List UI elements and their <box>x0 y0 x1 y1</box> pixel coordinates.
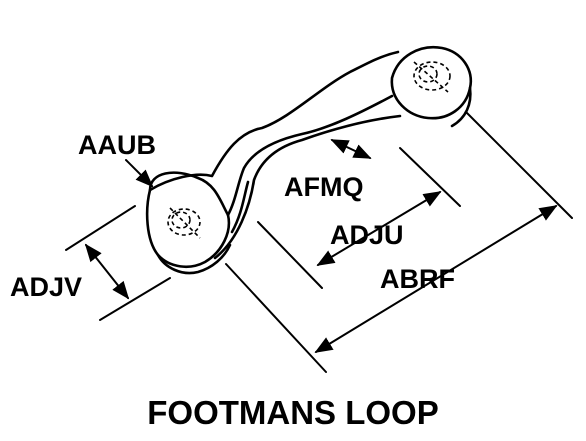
hole-centerline-lower <box>169 207 201 239</box>
lower-pad-edge <box>156 243 232 275</box>
ext-adjv-top <box>65 205 136 251</box>
extension-lines <box>65 111 573 373</box>
upper-hole-inner <box>418 65 438 83</box>
arrow-afmq <box>330 139 372 159</box>
leader-aaub <box>125 159 154 188</box>
ext-abrf-left <box>225 263 327 373</box>
strap-inner-edge <box>226 94 394 217</box>
label-adjv: ADJV <box>10 272 82 302</box>
arrow-adjv <box>84 243 130 300</box>
ext-adjv-bottom <box>99 277 171 321</box>
hole-centerline-upper <box>413 61 449 93</box>
upper-eye-pad <box>390 45 473 120</box>
strap-top-edge <box>148 50 400 192</box>
ext-abrf-right <box>465 111 573 219</box>
strap-thickness <box>230 180 250 234</box>
lower-eye-pad <box>145 171 231 269</box>
label-abrf: ABRF <box>380 264 455 294</box>
upper-hole <box>413 61 451 91</box>
upper-pad-edge <box>450 86 472 128</box>
strap-bottom-edge <box>213 114 402 260</box>
dimension-arrows <box>84 139 558 353</box>
diagram-title: FOOTMANS LOOP <box>147 394 439 431</box>
lower-hole-inner <box>171 211 191 229</box>
lower-hole <box>167 208 201 236</box>
arrow-adju <box>316 191 442 266</box>
loop-part <box>145 45 473 275</box>
label-adju: ADJU <box>330 220 404 250</box>
label-aaub: AAUB <box>78 130 156 160</box>
arrow-abrf <box>314 205 558 353</box>
label-afmq: AFMQ <box>284 172 363 202</box>
ext-adju-right <box>399 147 461 207</box>
ext-adju-left <box>257 221 323 289</box>
